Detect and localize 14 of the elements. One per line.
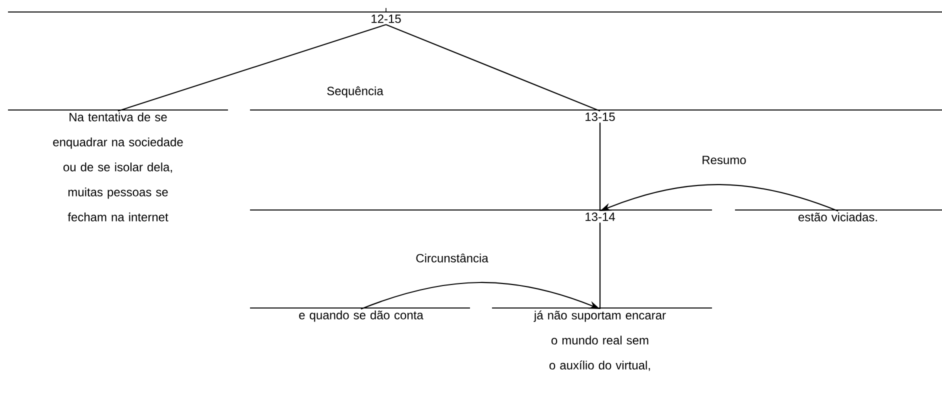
- relation-line: [386, 24, 600, 112]
- relation-label: Sequência: [327, 86, 384, 98]
- relation-line: [599, 222, 601, 309]
- relation-line: [118, 24, 386, 112]
- relation-line: [599, 122, 601, 211]
- span-label: 12-15: [8, 11, 942, 24]
- relation-label: Resumo: [702, 156, 746, 164]
- text-segment: e quando se dão conta: [250, 307, 470, 322]
- span-label: 13-15: [250, 109, 942, 122]
- text-segment: já não suportam encarar o mundo real sem o auxílio do virtual,: [492, 307, 712, 371]
- span-label: 13-14: [250, 209, 712, 222]
- text-segment: estão viciadas.: [735, 209, 942, 222]
- relation-label: Circunstância: [416, 254, 488, 262]
- text-segment: Na tentativa de se enquadrar na sociedade ou de se isolar dela, muitas pessoas se fecham na internet: [8, 109, 228, 222]
